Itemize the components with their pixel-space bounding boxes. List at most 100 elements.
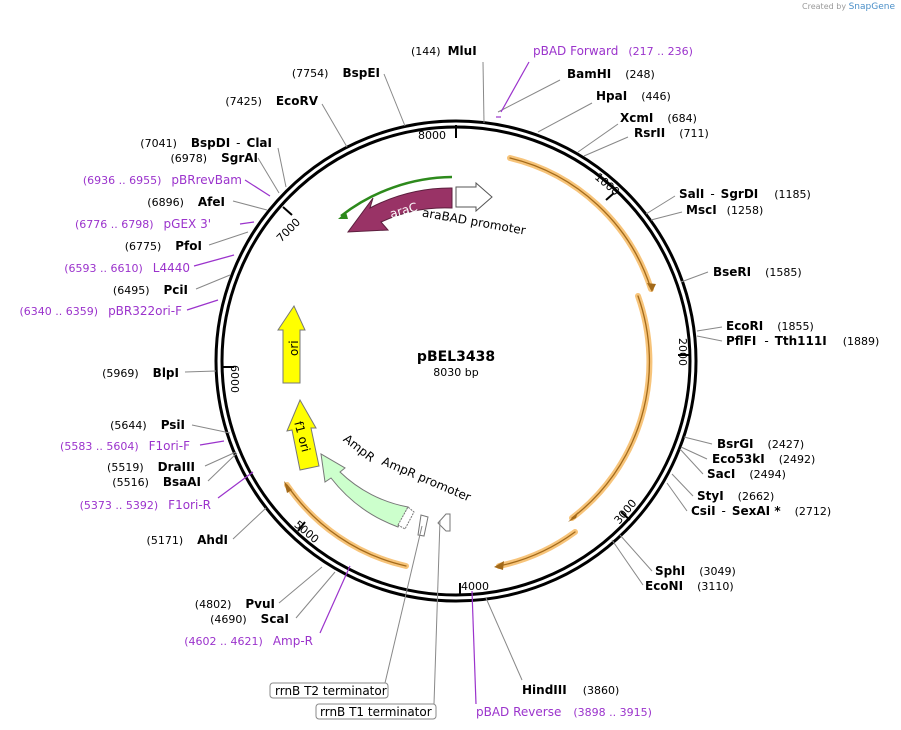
orf-arc-1: [509, 157, 652, 290]
label-amp-r: (4602 .. 4621)Amp-R: [184, 634, 313, 648]
leader-hpai: [537, 102, 593, 133]
terminator-arrow-1: [417, 514, 429, 537]
label-rsrii: RsrII(711): [634, 126, 709, 140]
leader-pbad-rev: [471, 590, 477, 705]
label-pflfi: PflFI-Tth111I(1889): [726, 334, 879, 348]
pos-amp-r: (4602 .. 4621): [184, 635, 263, 648]
tick-label-6000: 6000: [228, 365, 241, 393]
label-pcii: (6495) PciI: [113, 283, 188, 297]
leader-afei: [232, 200, 268, 211]
label-blpi: (5969) BlpI: [102, 366, 179, 380]
pos-bseri: (1585): [765, 266, 802, 279]
terminator-labels: rrnB T2 terminator rrnB T1 terminator: [269, 682, 437, 720]
leader-lines: [184, 61, 723, 705]
name-pvui: PvuI: [245, 597, 275, 611]
label-pbad-rev: pBAD Reverse(3898 .. 3915): [476, 705, 652, 719]
tick-mark-1000: [605, 192, 615, 201]
backbone-outer: [214, 119, 698, 603]
name-rsrii: RsrII: [634, 126, 665, 140]
label-hindiii: HindIII(3860): [522, 683, 619, 697]
ruler-ticks: [222, 125, 690, 595]
name-l4440: L4440: [153, 261, 190, 275]
pos-bsrgi: (2427): [768, 438, 805, 451]
name-afei: AfeI: [198, 195, 225, 209]
label-sali: SalI-SgrDI(1185): [679, 187, 811, 201]
name-draiii: DraIII: [158, 460, 195, 474]
leader-pbrrevbam: [244, 179, 271, 197]
pos-bspdi: (7041): [140, 137, 177, 150]
tick-label-8000: 8000: [418, 129, 446, 142]
pos-bspei: (7754): [292, 67, 329, 80]
orf-arc-3-glow: [496, 529, 578, 569]
tick-label-7000: 7000: [274, 216, 303, 245]
label-ecorv: (7425) EcoRV: [225, 94, 318, 108]
name-psii: PsiI: [161, 418, 185, 432]
name-saci: SacI: [707, 467, 735, 481]
orf-arc-2-glow: [569, 293, 653, 521]
sep-bspdi: -: [236, 136, 240, 150]
rrnb-t1-label: rrnB T1 terminator: [320, 705, 432, 719]
label-f1ori-r: (5373 .. 5392)F1ori-R: [80, 498, 211, 512]
pos-pbad-rev: (3898 .. 3915): [573, 706, 652, 719]
name-pflfi: PflFI: [726, 334, 756, 348]
leader-bamhi: [497, 79, 561, 113]
label-saci: SacI(2494): [707, 467, 786, 481]
label-l4440: (6593 .. 6610) L4440: [64, 261, 190, 275]
leader-rrnb-t1: [433, 519, 441, 705]
ampr-arrow: [320, 453, 409, 528]
pos-ahdi: (5171): [147, 534, 184, 547]
pos-csii: (2712): [795, 505, 832, 518]
label-pbr322: (6340 .. 6359)pBR322ori-F: [20, 304, 183, 318]
leader-eco53ki: [680, 446, 708, 460]
ampr-promoter-arrow: [397, 506, 415, 530]
watermark-brand: SnapGene: [848, 2, 895, 12]
leader-amp-r: [319, 565, 351, 634]
leader-rsrii: [583, 136, 629, 157]
name-ecorv: EcoRV: [276, 94, 319, 108]
leader-pvui: [278, 566, 323, 604]
name-blpi: BlpI: [153, 366, 179, 380]
label-sphi: SphI (3049): [655, 564, 736, 578]
orf-arc-1-glow: [507, 155, 654, 292]
pos-pcii: (6495): [113, 284, 150, 297]
leader-psii: [191, 424, 231, 434]
rrnb-t2-label: rrnB T2 terminator: [275, 684, 387, 698]
label-f1ori-f: (5583 .. 5604)F1ori-F: [60, 439, 190, 453]
name-pcii: PciI: [164, 283, 189, 297]
orf-arrowhead-3: [494, 561, 504, 570]
orf-arcs: [284, 155, 656, 570]
pos-blpi: (5969): [102, 367, 139, 380]
sep-sali: -: [710, 187, 714, 201]
orf-arc-3: [498, 531, 576, 567]
label-draiii: (5519)DraIII: [107, 460, 195, 474]
arabad-promoter-arrow: [455, 181, 493, 213]
leader-blpi: [184, 370, 217, 373]
orf-arrowhead-2: [568, 512, 578, 522]
pos-xcmi: (684): [667, 112, 697, 125]
name-sphi: SphI: [655, 564, 685, 578]
pos-mlui: (144): [411, 45, 441, 58]
leader-bspdi: [277, 147, 287, 188]
name-hindiii: HindIII: [522, 683, 567, 697]
pos-pvui: (4802): [195, 598, 232, 611]
leader-sphi: [619, 534, 653, 572]
pos-pbr322: (6340 .. 6359): [20, 305, 99, 318]
label-ahdi: (5171)AhdI: [147, 533, 228, 547]
leader-ecori: [696, 326, 723, 332]
pos-l4440: (6593 .. 6610): [64, 262, 143, 275]
name-f1ori-f: F1ori-F: [149, 439, 190, 453]
name-msci: MscI: [686, 203, 717, 217]
tick-mark-3000: [620, 511, 631, 521]
name-pbrrevbam: pBRrevBam: [171, 173, 242, 187]
name2-pflfi: Tth111I: [775, 334, 827, 348]
label-pbad-fwd: pBAD Forward(217 .. 236): [533, 44, 693, 58]
name2-bspdi: ClaI: [247, 136, 272, 150]
pos-sphi: (3049): [699, 565, 736, 578]
leader-pbad-fwd: [500, 61, 530, 113]
label-eco53ki: Eco53kI(2492): [712, 452, 815, 466]
pos-ecorv: (7425): [225, 95, 262, 108]
label-pfoi: (6775)PfoI: [125, 239, 202, 253]
leader-rrnb-t2: [384, 525, 423, 684]
leader-draiii: [204, 451, 237, 467]
name-bseri: BseRI: [713, 265, 751, 279]
